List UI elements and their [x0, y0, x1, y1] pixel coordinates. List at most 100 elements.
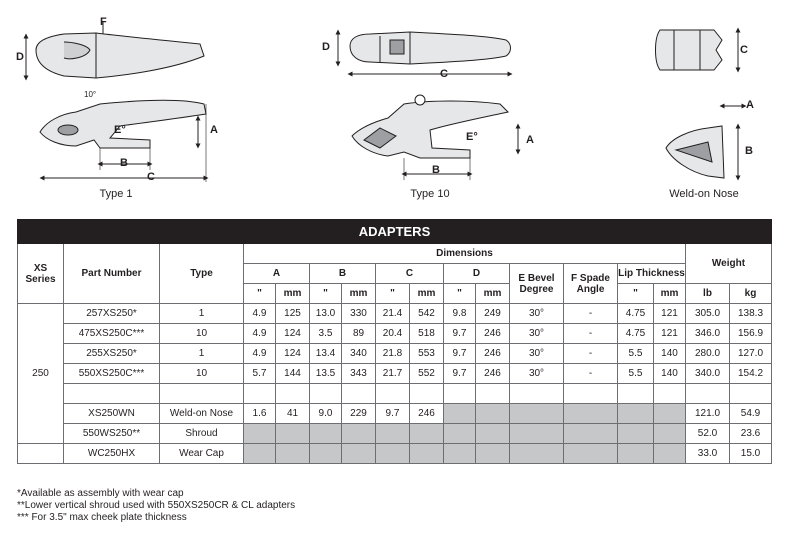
cell-empty [617, 383, 654, 404]
type10-label-a: A [526, 134, 534, 146]
cell-grey [443, 423, 476, 444]
cell-grey [309, 443, 342, 464]
cell-e: 30° [509, 303, 564, 324]
cell-kg: 138.3 [729, 303, 772, 324]
cell-e: 30° [509, 363, 564, 384]
header-b: B [309, 263, 376, 284]
type10-top-view [349, 31, 511, 65]
footnote: **Lower vertical shroud used with 550XS2… [17, 500, 296, 511]
type1-label-d: D [16, 51, 24, 63]
cell-d-mm: 246 [475, 343, 510, 364]
cell-c-in: 21.4 [375, 303, 410, 324]
cell-b-in: 13.5 [309, 363, 342, 384]
cell-lb: 121.0 [685, 403, 730, 424]
cell-c-in: 21.8 [375, 343, 410, 364]
cell-b-mm: 330 [341, 303, 376, 324]
header-b-mm: mm [341, 283, 376, 304]
cell-kg: 154.2 [729, 363, 772, 384]
cell-empty [443, 383, 476, 404]
header-c-inch: " [375, 283, 410, 304]
cell-e: 30° [509, 323, 564, 344]
cell-lip-mm: 140 [653, 343, 686, 364]
cell-c-in: 21.7 [375, 363, 410, 384]
cell-empty [563, 383, 618, 404]
cell-c-mm: 518 [409, 323, 444, 344]
cell-empty [159, 383, 244, 404]
cell-part: 550WS250** [63, 423, 160, 444]
header-b-inch: " [309, 283, 342, 304]
cell-a-in: 4.9 [243, 323, 276, 344]
cell-f: - [563, 363, 618, 384]
header-weight: Weight [685, 243, 772, 284]
weld-nose-label-a: A [746, 99, 754, 111]
type1-top-view [35, 32, 205, 79]
header-d: D [443, 263, 510, 284]
cell-lip-in: 4.75 [617, 303, 654, 324]
header-a-inch: " [243, 283, 276, 304]
cell-d-in: 9.8 [443, 303, 476, 324]
cell-grey [563, 403, 618, 424]
cell-empty [63, 383, 160, 404]
cell-d-mm: 249 [475, 303, 510, 324]
cell-part: 475XS250C*** [63, 323, 160, 344]
header-c-mm: mm [409, 283, 444, 304]
cell-grey [653, 423, 686, 444]
cell-lb: 346.0 [685, 323, 730, 344]
header-part-number: Part Number [63, 243, 160, 304]
diagram-area: F D 10° E° A B C Type 1 D C E° A B Type … [0, 0, 800, 210]
cell-a-in: 4.9 [243, 303, 276, 324]
cell-type: 10 [159, 363, 244, 384]
cell-lip-mm: 140 [653, 363, 686, 384]
cell-d-mm: 246 [475, 363, 510, 384]
cell-b-mm: 89 [341, 323, 376, 344]
cell-kg: 54.9 [729, 403, 772, 424]
cell-empty [409, 383, 444, 404]
cell-c-mm: 553 [409, 343, 444, 364]
cell-lb: 280.0 [685, 343, 730, 364]
cell-b-in: 3.5 [309, 323, 342, 344]
cell-a-in: 1.6 [243, 403, 276, 424]
cell-type: 10 [159, 323, 244, 344]
cell-kg: 15.0 [729, 443, 772, 464]
cell-grey [275, 443, 310, 464]
cell-type: 1 [159, 303, 244, 324]
table-row: 250 257XS250* 1 4.9 125 13.0 330 21.4 54… [17, 303, 772, 444]
cell-empty [509, 383, 564, 404]
cell-empty [729, 383, 772, 404]
cell-lb: 340.0 [685, 363, 730, 384]
cell-a-mm: 125 [275, 303, 310, 324]
cell-d-in: 9.7 [443, 323, 476, 344]
type1-side-view [39, 99, 207, 149]
cell-grey [409, 423, 444, 444]
table-row: 475XS250C*** 10 4.9 124 3.5 89 20.4 518 … [18, 323, 772, 344]
header-lip: Lip Thickness [617, 263, 686, 284]
header-dimensions: Dimensions [243, 243, 686, 264]
table-row-spacer [18, 383, 772, 404]
cell-c-in: 20.4 [375, 323, 410, 344]
cell-grey [563, 443, 618, 464]
cell-grey [563, 423, 618, 444]
table-row: XS250WN Weld-on Nose 1.6 41 9.0 229 9.7 … [18, 403, 772, 424]
cell-lb: 305.0 [685, 303, 730, 324]
cell-empty [275, 383, 310, 404]
type10-label-c: C [440, 68, 448, 80]
cell-e: 30° [509, 343, 564, 364]
cell-b-in: 13.4 [309, 343, 342, 364]
cell-grey [617, 443, 654, 464]
cell-a-mm: 124 [275, 343, 310, 364]
cell-b-in: 13.0 [309, 303, 342, 324]
cell-kg: 23.6 [729, 423, 772, 444]
cell-a-mm: 124 [275, 323, 310, 344]
cell-type: Weld-on Nose [159, 403, 244, 424]
adapters-table: ADAPTERS XS Series Part Number Type Dime… [17, 219, 772, 464]
header-e: E Bevel Degree [509, 263, 564, 304]
cell-grey [509, 403, 564, 424]
type1-label-f: F [100, 16, 107, 28]
cell-c-in: 9.7 [375, 403, 410, 424]
cell-f: - [563, 323, 618, 344]
cell-part: 255XS250* [63, 343, 160, 364]
cell-d-mm: 246 [475, 323, 510, 344]
cell-empty [243, 383, 276, 404]
header-a-mm: mm [275, 283, 310, 304]
type10-side-view [351, 94, 510, 159]
